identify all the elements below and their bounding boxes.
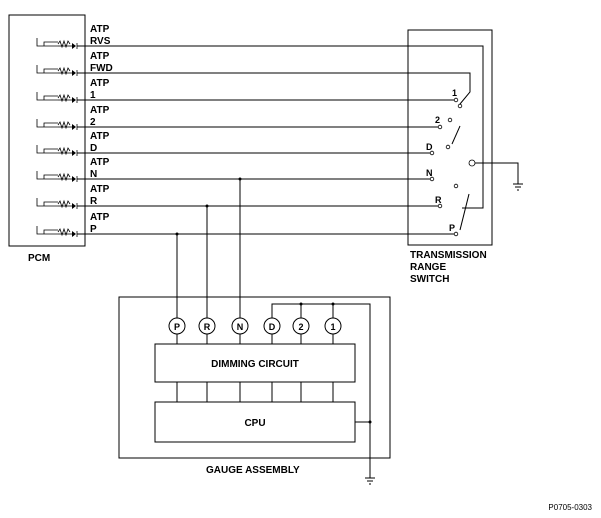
line-1-bottom-label: FWD <box>90 63 113 74</box>
dimming-cpu-wires <box>176 382 334 402</box>
line-5-top-label: ATP <box>90 157 110 168</box>
pcm-driver-7 <box>36 226 85 237</box>
dimming-circuit-box <box>154 343 356 383</box>
switch-pos-r-label: R <box>435 195 442 205</box>
cpu-label: CPU <box>244 418 265 429</box>
figure-code: P0705-0303 <box>548 503 592 512</box>
cpu-box <box>154 401 356 443</box>
pcm-driver-1 <box>36 65 85 76</box>
line-2-bottom-label: 1 <box>90 90 96 101</box>
wire-fwd <box>85 72 471 105</box>
pcm-driver-4 <box>36 145 85 156</box>
line-4-top-label: ATP <box>90 131 110 142</box>
indicator-2: 2 <box>292 317 310 344</box>
line-7-bottom-label: P <box>90 224 97 235</box>
switch-pos-p-label: P <box>449 223 455 233</box>
pcm-driver-group <box>36 38 85 237</box>
indicator-p: P <box>168 317 186 344</box>
pcm-driver-3 <box>36 119 85 130</box>
svg-text:N: N <box>237 322 244 332</box>
line-3-bottom-label: 2 <box>90 117 96 128</box>
gauge-assembly-label: GAUGE ASSEMBLY <box>206 465 300 476</box>
indicator-bus-wires <box>271 302 372 478</box>
svg-text:R: R <box>204 322 211 332</box>
line-1-top-label: ATP <box>90 51 110 62</box>
switch-pos-1-label: 1 <box>452 88 457 98</box>
indicator-d: D <box>263 317 281 344</box>
switch-contacts <box>429 97 476 237</box>
pcm-driver-2 <box>36 92 85 103</box>
line-7-top-label: ATP <box>90 212 110 223</box>
indicator-n: N <box>231 317 249 344</box>
switch-pos-2-label: 2 <box>435 115 440 125</box>
svg-text:D: D <box>269 322 276 332</box>
pcm-label: PCM <box>28 253 50 264</box>
switch-label-line1: TRANSMISSION <box>410 250 487 261</box>
line-3-top-label: ATP <box>90 105 110 116</box>
line-0-bottom-label: RVS <box>90 36 111 47</box>
line-6-bottom-label: R <box>90 196 98 207</box>
switch-ground-icon <box>475 162 523 191</box>
signal-wires <box>85 45 484 235</box>
gauge-feed-wires <box>175 177 242 318</box>
switch-label-line2: RANGE <box>410 262 446 273</box>
wire-rvs <box>85 45 484 209</box>
switch-pos-n-label: N <box>426 168 433 178</box>
indicator-r: R <box>198 317 216 344</box>
switch-label-line3: SWITCH <box>410 274 449 285</box>
switch-pos-d-label: D <box>426 142 433 152</box>
pcm-box <box>8 14 86 247</box>
pcm-driver-0 <box>36 38 85 49</box>
transmission-range-switch-box <box>407 29 493 246</box>
line-5-bottom-label: N <box>90 169 97 180</box>
line-0-top-label: ATP <box>90 24 110 35</box>
pcm-driver-5 <box>36 171 85 182</box>
indicator-lamps: P R N D 2 1 <box>168 317 342 344</box>
line-6-top-label: ATP <box>90 184 110 195</box>
pcm-driver-6 <box>36 198 85 209</box>
line-2-top-label: ATP <box>90 78 110 89</box>
indicator-1: 1 <box>324 317 342 344</box>
svg-text:1: 1 <box>330 322 335 332</box>
svg-text:2: 2 <box>298 322 303 332</box>
line-4-bottom-label: D <box>90 143 97 154</box>
gauge-ground-icon <box>365 477 375 485</box>
svg-text:P: P <box>174 322 180 332</box>
dimming-circuit-label: DIMMING CIRCUIT <box>211 359 299 370</box>
